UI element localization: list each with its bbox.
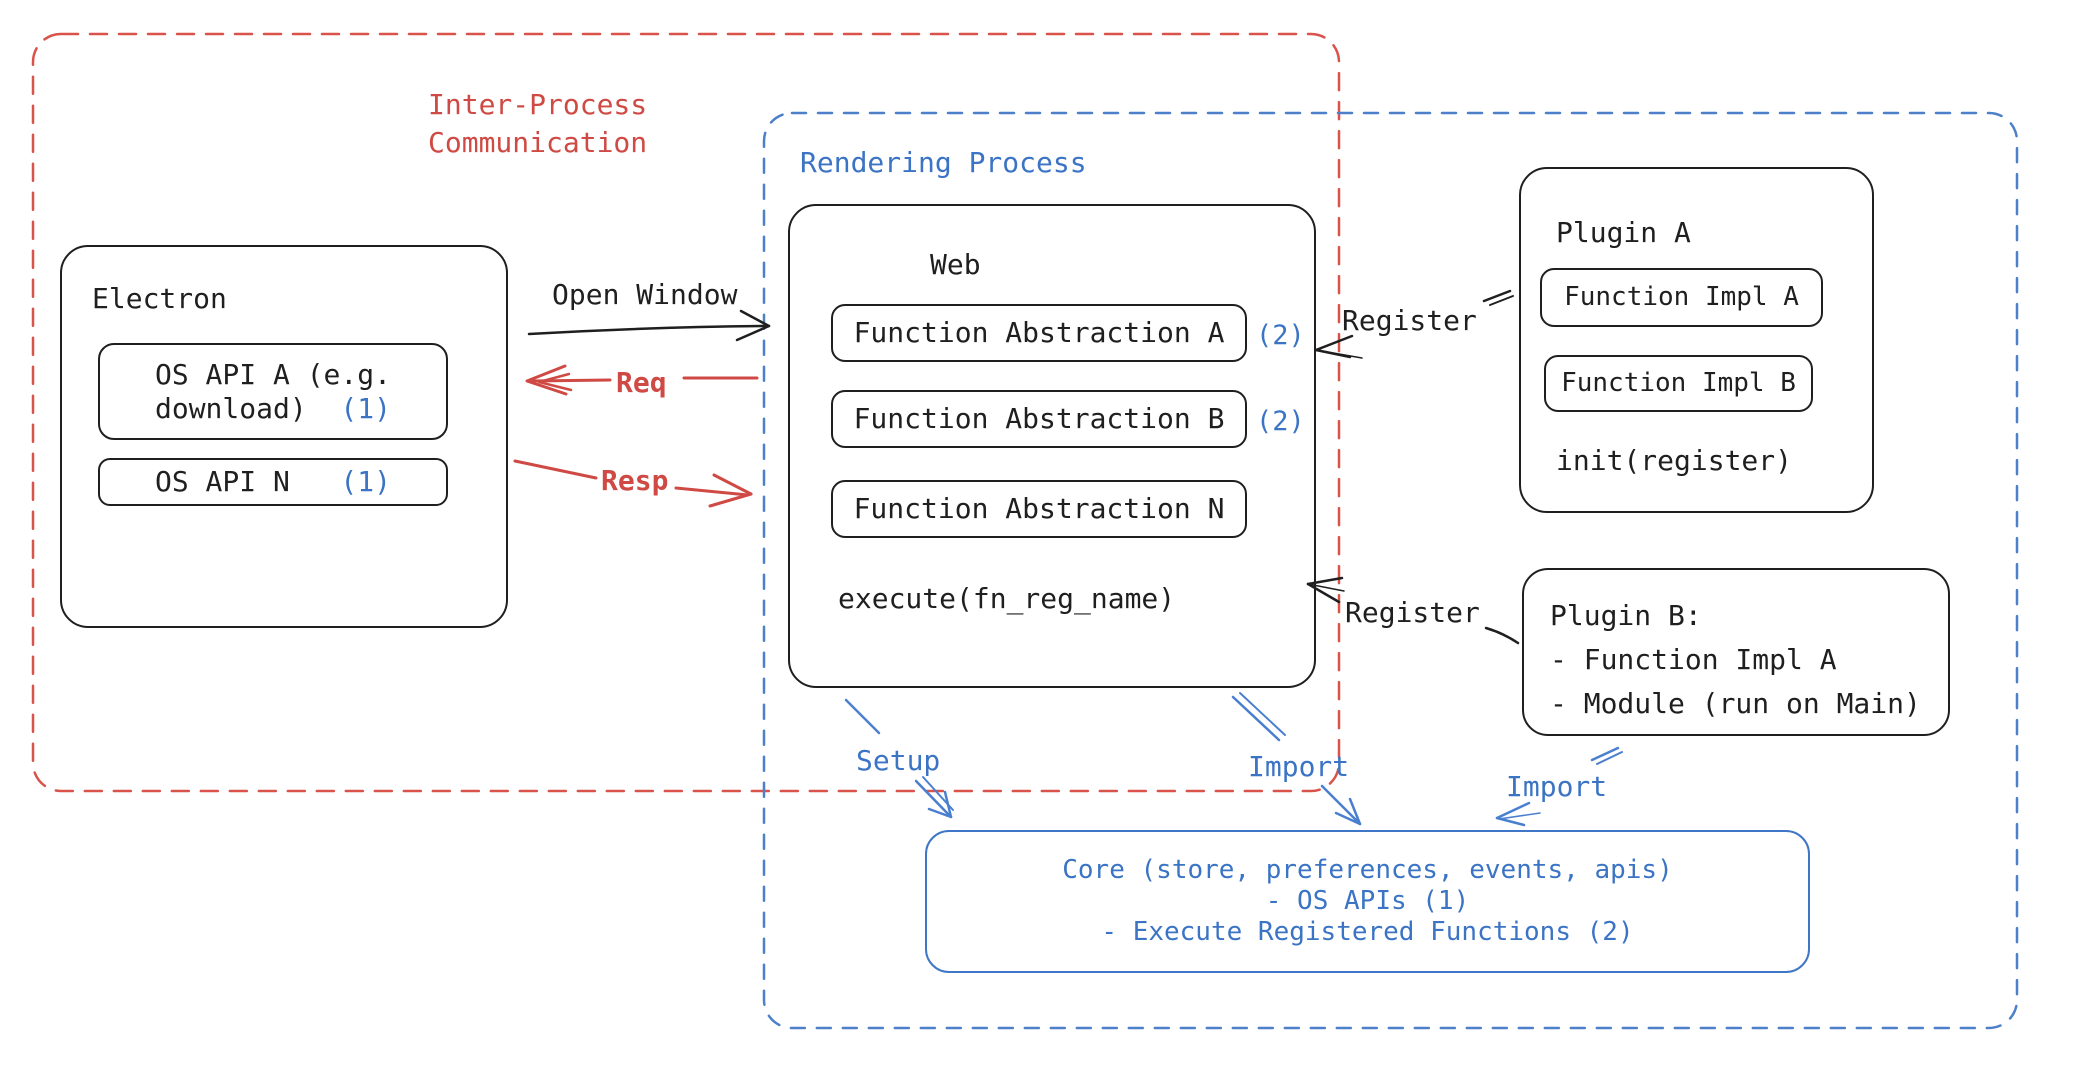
plugin-b-title: Plugin B:	[1550, 599, 1702, 632]
register-bottom-label: Register	[1345, 596, 1480, 629]
plugin-b-item1: - Function Impl A	[1550, 643, 1837, 676]
plugin-a-title: Plugin A	[1556, 216, 1691, 249]
resp-label: Resp	[601, 464, 669, 497]
function-abstraction-b-box: Function Abstraction B	[831, 390, 1247, 448]
register-top-label: Register	[1342, 304, 1477, 337]
os-api-n-box: OS API N (1)	[98, 458, 448, 506]
open-window-arrow	[527, 309, 771, 342]
function-abstraction-n-label: Function Abstraction N	[853, 492, 1225, 525]
init-register-label: init(register)	[1556, 444, 1793, 477]
fn-a-ref-badge: (2)	[1256, 320, 1305, 351]
plugin-b-text: Plugin B: - Function Impl A - Module (run …	[1550, 594, 1921, 726]
fn-b-ref-badge: (2)	[1256, 406, 1305, 437]
os-api-a-line1: OS API A (e.g.	[154, 357, 391, 391]
os-api-a-ref: (1)	[340, 391, 391, 425]
os-api-n-label: OS API N	[154, 465, 290, 498]
function-impl-a-label: Function Impl A	[1564, 282, 1799, 312]
web-title: Web	[930, 248, 981, 281]
execute-label: execute(fn_reg_name)	[838, 582, 1176, 615]
core-line2: - OS APIs (1)	[1265, 886, 1470, 916]
core-line3: - Execute Registered Functions (2)	[1101, 917, 1634, 947]
function-impl-a-box: Function Impl A	[1540, 268, 1823, 327]
req-label: Req	[616, 366, 667, 399]
setup-label: Setup	[856, 744, 941, 777]
plugin-b-item2: - Module (run on Main)	[1550, 687, 1921, 720]
core-line1: Core (store, preferences, events, apis)	[1062, 855, 1673, 885]
function-abstraction-a-box: Function Abstraction A	[831, 304, 1247, 362]
function-abstraction-a-label: Function Abstraction A	[853, 316, 1225, 349]
function-abstraction-n-box: Function Abstraction N	[831, 480, 1247, 538]
open-window-label: Open Window	[552, 278, 738, 311]
function-abstraction-b-label: Function Abstraction B	[853, 402, 1225, 435]
electron-title: Electron	[92, 282, 227, 315]
function-impl-b-label: Function Impl B	[1561, 368, 1796, 398]
os-api-a-line2: download) (1)	[154, 391, 391, 425]
import-plugin-label: Import	[1506, 770, 1608, 803]
rendering-group-label: Rendering Process	[800, 146, 1087, 179]
function-impl-b-box: Function Impl B	[1544, 355, 1813, 412]
os-api-a-box: OS API A (e.g. download) (1)	[98, 343, 448, 440]
import-web-label: Import	[1248, 750, 1350, 783]
os-api-n-ref: (1)	[340, 465, 391, 498]
core-box: Core (store, preferences, events, apis) …	[925, 830, 1810, 973]
